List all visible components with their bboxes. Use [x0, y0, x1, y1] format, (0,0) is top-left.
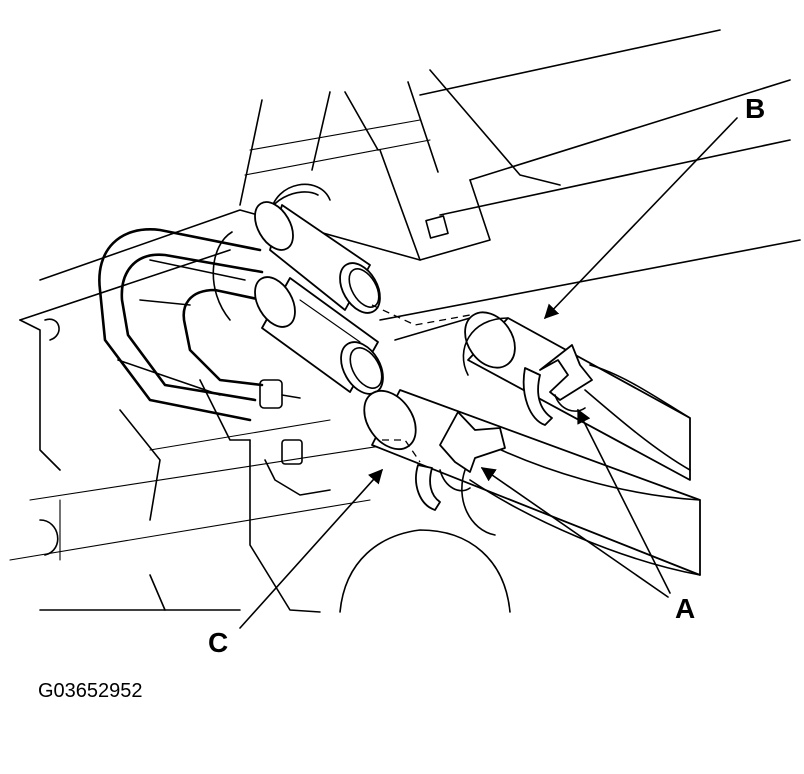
figure-id-caption: G03652952 [38, 680, 143, 702]
callout-leaders [239, 117, 738, 629]
callout-c-label: C [208, 627, 228, 658]
leader-b-arrow [544, 117, 738, 320]
hose-clamp-lower [415, 411, 506, 511]
leader-c-arrow [239, 468, 383, 629]
hidden-lines [371, 304, 471, 463]
heater-hose-b [462, 311, 691, 481]
leader-a-arrow-upper [577, 408, 671, 594]
hose-clamp-upper [522, 344, 593, 426]
callout-a-label: A [675, 593, 695, 624]
leader-a-arrow-lower [480, 467, 669, 598]
firewall-panel [9, 29, 801, 613]
heater-pipes [44, 228, 303, 465]
callout-b-label: B [745, 93, 765, 124]
heater-core-pipes [254, 183, 384, 395]
